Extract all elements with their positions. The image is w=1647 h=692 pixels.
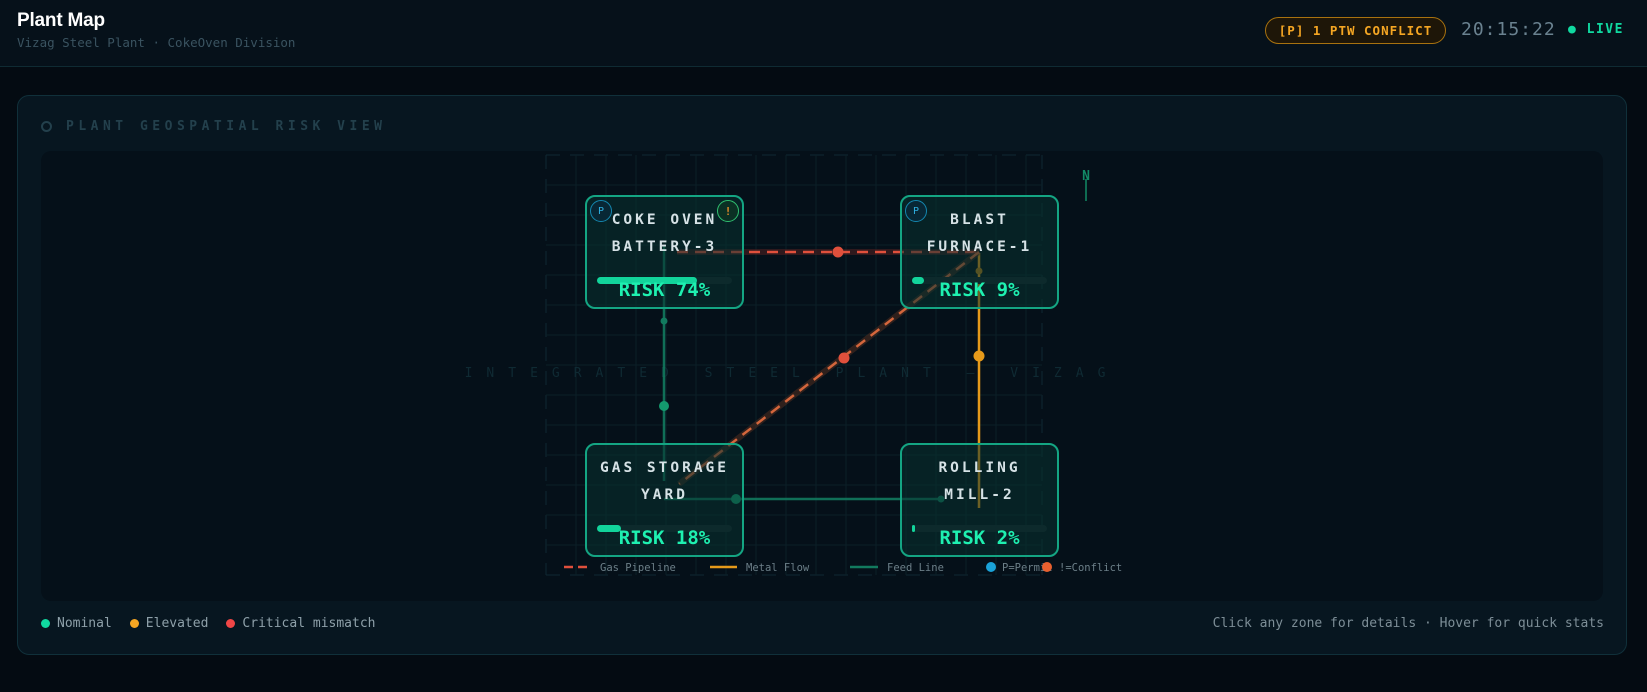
ring-icon (41, 121, 52, 132)
legend-conflict-dot (1042, 562, 1052, 572)
risk-value: RISK 74% (618, 279, 711, 301)
plant-map[interactable]: INTEGRATED STEEL PLANT — VIZAG N (41, 151, 1603, 601)
nominal-dot-icon (41, 619, 50, 628)
zone-rolling-mill[interactable]: ROLLING MILL-2 RISK 2% (900, 443, 1059, 557)
risk-bar-fill (912, 525, 915, 532)
status-legend-item: Elevated (129, 616, 209, 631)
risk-value: RISK 18% (618, 527, 711, 549)
risk-value: RISK 9% (939, 279, 1020, 301)
status-legend-item: Critical mismatch (226, 616, 375, 631)
gas-pipeline-node (838, 352, 850, 364)
compass-label: N (1082, 169, 1090, 184)
interaction-hint: Click any zone for details · Hover for q… (1212, 616, 1604, 631)
legend-feed-line: Feed Line (887, 562, 944, 574)
top-header: Plant Map Vizag Steel Plant · CokeOven D… (0, 0, 1647, 67)
map-canvas: INTEGRATED STEEL PLANT — VIZAG N (465, 154, 1122, 576)
zone-name: COKE OVEN BATTERY-3 (611, 212, 718, 255)
zone-blast-furnace[interactable]: BLAST FURNACE-1 RISK 9% P (900, 195, 1059, 309)
compass-icon: N (1082, 169, 1090, 201)
zone-coke-oven-battery[interactable]: COKE OVEN BATTERY-3 RISK 74% P ! (585, 195, 744, 309)
risk-bar (597, 277, 732, 284)
risk-bar (597, 525, 732, 532)
risk-bar-fill (597, 525, 622, 532)
metal-flow-node (973, 350, 985, 362)
risk-value: RISK 2% (939, 527, 1020, 549)
ptw-conflict-badge[interactable]: [P] 1 PTW CONFLICT (1265, 17, 1446, 44)
feed-node (660, 317, 668, 325)
feed-node (659, 401, 669, 411)
status-legend-label: Elevated (145, 616, 209, 631)
live-indicator: ● LIVE (1568, 22, 1624, 37)
status-legend-label: Nominal (57, 616, 112, 631)
zone-name: GAS STORAGE YARD (599, 460, 730, 503)
risk-bar (912, 525, 1047, 532)
status-legend: Nominal Elevated Critical mismatch (41, 616, 393, 631)
risk-bar (912, 277, 1047, 284)
legend-metal-flow: Metal Flow (746, 562, 810, 574)
elevated-dot-icon (129, 619, 139, 628)
zone-name: ROLLING MILL-2 (938, 460, 1021, 503)
risk-bar-fill (597, 277, 697, 284)
legend-conflict: !=Conflict (1059, 562, 1122, 574)
zone-name: BLAST FURNACE-1 (926, 212, 1033, 255)
map-legend: Gas Pipeline Metal Flow Feed Line P=Perm… (564, 562, 1122, 574)
zone-gas-storage-yard[interactable]: GAS STORAGE YARD RISK 18% (585, 443, 744, 557)
critical-dot-icon (226, 619, 236, 628)
risk-bar-fill (912, 277, 925, 284)
page-subtitle: Vizag Steel Plant · CokeOven Division (17, 35, 296, 50)
status-legend-label: Critical mismatch (242, 616, 376, 631)
conflict-badge[interactable]: ! (717, 200, 739, 222)
legend-gas-pipeline: Gas Pipeline (600, 562, 676, 574)
live-clock: 20:15:22 (1461, 19, 1556, 40)
gas-pipeline-node (832, 246, 844, 258)
permit-badge[interactable]: P (590, 200, 612, 222)
page-title: Plant Map (17, 10, 105, 31)
panel-title-text: PLANT GEOSPATIAL RISK VIEW (66, 119, 387, 134)
status-legend-item: Nominal (41, 616, 112, 631)
panel-title: PLANT GEOSPATIAL RISK VIEW (41, 119, 387, 134)
legend-permit: P=Permit (1002, 562, 1053, 574)
legend-permit-dot (986, 562, 996, 572)
map-watermark: INTEGRATED STEEL PLANT — VIZAG (465, 366, 1120, 381)
permit-badge[interactable]: P (905, 200, 927, 222)
